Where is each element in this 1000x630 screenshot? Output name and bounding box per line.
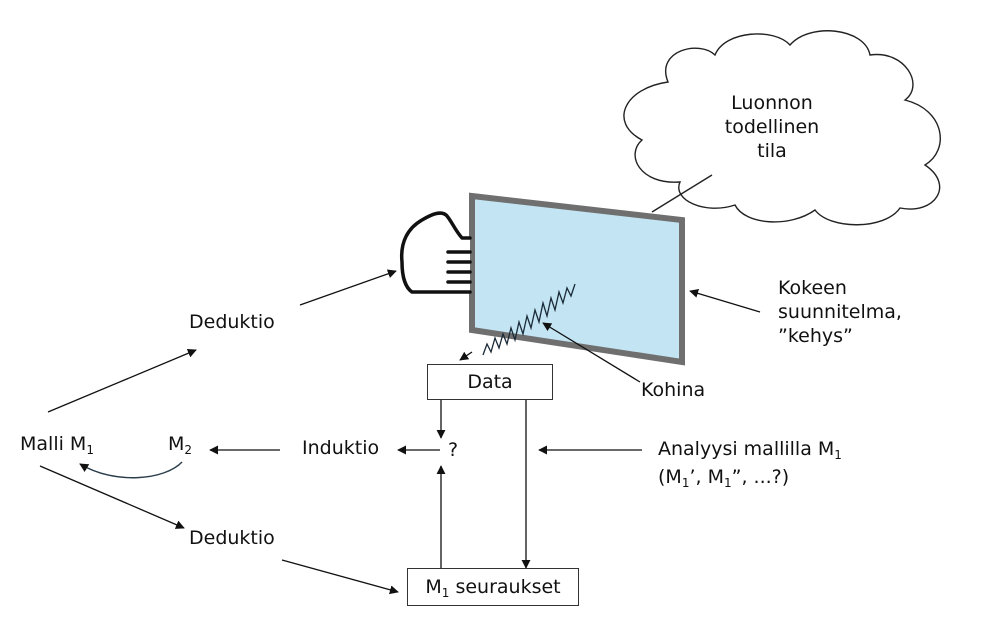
consequences-label: M1 seuraukset [425, 576, 561, 600]
cloud-text: Luonnon todellinen tila [722, 91, 822, 163]
noise-label: Kohina [641, 379, 706, 401]
design-line-3: ”kehys” [778, 325, 853, 347]
arrow-model-to-deduction-top [47, 348, 197, 413]
hand-icon [399, 211, 472, 294]
arrow-window-to-data [459, 351, 473, 361]
arrow-m2-to-model [79, 461, 183, 479]
cloud-line-1: Luonnon [731, 92, 813, 114]
arrow-design-label [689, 289, 761, 313]
induction-label: Induktio [302, 437, 380, 459]
arrow-deduction-to-hand [299, 269, 397, 306]
cloud-line-3: tila [757, 140, 787, 162]
model-m2-label: M2 [168, 433, 193, 457]
design-label: Kokeen suunnitelma, ”kehys” [778, 276, 902, 348]
data-box: Data [427, 364, 553, 400]
model-m1-label: Malli M1 [20, 433, 94, 457]
arrow-deduction-to-consequences [281, 559, 399, 595]
deduction-bottom-label: Deduktio [189, 527, 275, 549]
cloud-line-2: todellinen [724, 116, 820, 138]
consequences-box: M1 seuraukset [407, 568, 579, 606]
cloud-connector [651, 174, 713, 213]
noise-squiggle [482, 283, 576, 356]
design-line-2: suunnitelma, [778, 301, 902, 323]
cloud-shape [623, 30, 941, 226]
analysis-line-2: (M1’, M1”, ...?) [658, 466, 790, 490]
design-line-1: Kokeen [778, 277, 847, 299]
experiment-window [469, 192, 685, 366]
question-mark: ? [448, 439, 459, 461]
arrow-model-to-deduction-bottom [39, 465, 185, 529]
data-box-label: Data [467, 371, 513, 393]
deduction-top-label: Deduktio [189, 311, 275, 333]
arrow-noise-label [542, 322, 641, 383]
analysis-label: Analyysi mallilla M1 (M1’, M1”, ...?) [658, 437, 842, 489]
analysis-line-1: Analyysi mallilla M1 [658, 438, 842, 462]
